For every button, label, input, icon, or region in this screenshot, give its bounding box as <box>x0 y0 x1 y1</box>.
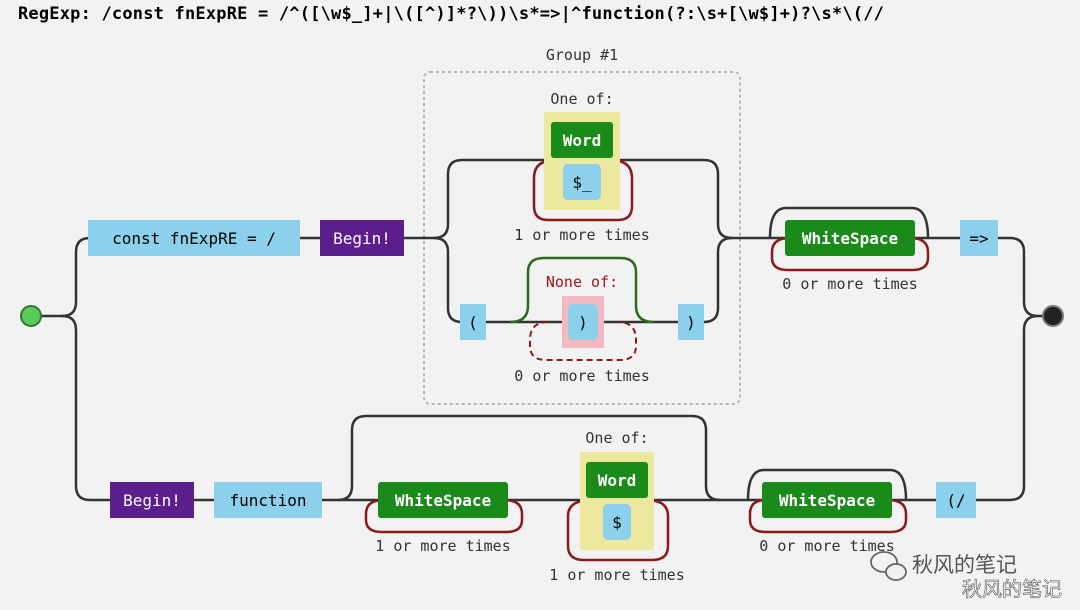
arrow-node: => <box>960 220 998 256</box>
one-of-bottom-label: One of: <box>585 429 648 447</box>
repeat-whitespace-top: 0 or more times <box>782 275 917 293</box>
paren-slash-text: (/ <box>946 491 965 510</box>
repeat-word-top: 1 or more times <box>514 226 649 244</box>
watermark-text-2: 秋风的笔记 <box>962 577 1062 601</box>
end-node <box>1042 305 1064 327</box>
repeat-none-of: 0 or more times <box>514 367 649 385</box>
regex-expression: /const fnExpRE = /^([\w$_]+|\([^)]*?\))\… <box>101 4 885 24</box>
whitespace-bottom-2-node: WhiteSpace <box>762 482 892 518</box>
arrow-text: => <box>969 229 988 248</box>
whitespace-bottom-1-node: WhiteSpace <box>378 482 508 518</box>
begin-bottom-node: Begin! <box>110 482 194 518</box>
watermark: 秋风的笔记 秋风的笔记 <box>870 551 1062 601</box>
start-node <box>20 305 42 327</box>
word-bottom-node: Word <box>586 462 648 498</box>
dollar-underscore-text: $_ <box>572 173 592 192</box>
whitespace-top-node: WhiteSpace <box>785 220 915 256</box>
close-paren-class-text: ) <box>578 313 588 332</box>
paren-slash-node: (/ <box>936 482 976 518</box>
begin-bottom-text: Begin! <box>123 491 181 510</box>
close-paren-class-node: ) <box>568 304 598 340</box>
word-top-text: Word <box>563 131 602 150</box>
watermark-text: 秋风的笔记 <box>912 553 1017 577</box>
wechat-icon <box>870 551 907 581</box>
dollar-node: $ <box>603 504 631 540</box>
close-paren-node: ) <box>678 304 704 340</box>
repeat-word-bottom: 1 or more times <box>549 566 684 584</box>
whitespace-bottom-2-text: WhiteSpace <box>779 491 875 510</box>
close-paren-text: ) <box>686 313 696 332</box>
none-of-label: None of: <box>546 273 618 291</box>
repeat-whitespace-bottom-1: 1 or more times <box>375 537 510 555</box>
dollar-text: $ <box>612 513 622 532</box>
begin-top-text: Begin! <box>333 229 391 248</box>
whitespace-bottom-1-text: WhiteSpace <box>395 491 491 510</box>
whitespace-top-text: WhiteSpace <box>802 229 898 248</box>
group-1-label: Group #1 <box>546 46 618 64</box>
begin-top-node: Begin! <box>320 220 404 256</box>
repeat-whitespace-bottom-2: 0 or more times <box>759 537 894 555</box>
open-paren-text: ( <box>468 313 478 332</box>
regex-title: RegExp: /const fnExpRE = /^([\w$_]+|\([^… <box>18 4 884 24</box>
const-literal-node: const fnExpRE = / <box>88 220 300 256</box>
word-top-node: Word <box>551 122 613 158</box>
repeat-loops <box>364 158 930 562</box>
group-1-frame <box>423 71 741 405</box>
wires <box>40 158 1052 502</box>
one-of-top-label: One of: <box>550 90 613 108</box>
const-literal-text: const fnExpRE = / <box>112 229 276 248</box>
word-bottom-text: Word <box>598 471 637 490</box>
open-paren-node: ( <box>460 304 486 340</box>
function-literal-text: function <box>229 491 306 510</box>
regex-label: RegExp: <box>18 4 92 24</box>
dollar-underscore-node: $_ <box>563 164 601 200</box>
function-literal-node: function <box>214 482 322 518</box>
